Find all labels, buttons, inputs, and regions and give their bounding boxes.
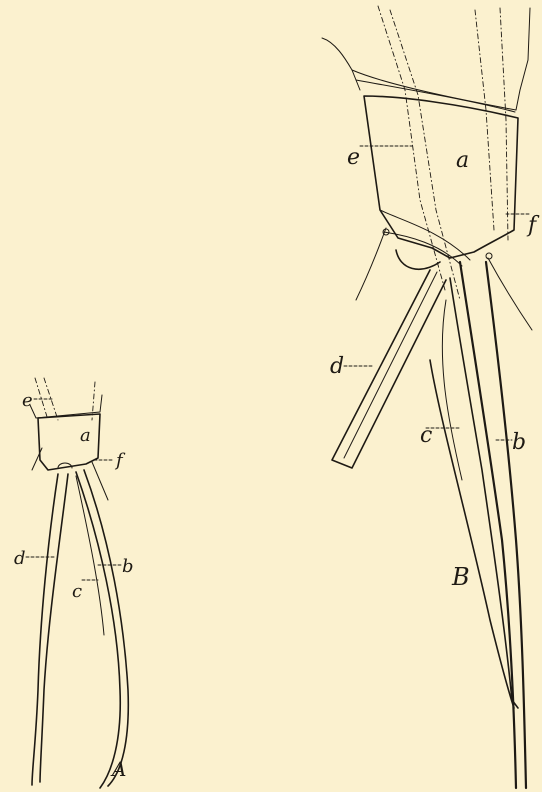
panel-b-label-c: c	[420, 423, 432, 448]
panel-b-drawing	[322, 6, 532, 788]
panel-a-label-a: a	[80, 425, 91, 446]
panel-a-label-c: c	[72, 581, 82, 602]
panel-b-caption: B	[451, 563, 470, 591]
panel-b-label-f: f	[526, 213, 540, 238]
panel-a-caption: A	[110, 757, 126, 781]
panel-b-label-e: e	[347, 145, 360, 170]
panel-a-label-e: e	[22, 390, 33, 411]
panel-b-label-d: d	[330, 354, 344, 379]
panel-a-label-f: f	[114, 450, 126, 471]
panel-b-label-a: a	[456, 148, 469, 173]
panel-b-label-b: b	[512, 430, 526, 455]
panel-a-label-d: d	[14, 548, 26, 569]
panel-b-labels: e a f d c b B	[330, 145, 540, 591]
panel-a-label-b: b	[122, 556, 134, 577]
